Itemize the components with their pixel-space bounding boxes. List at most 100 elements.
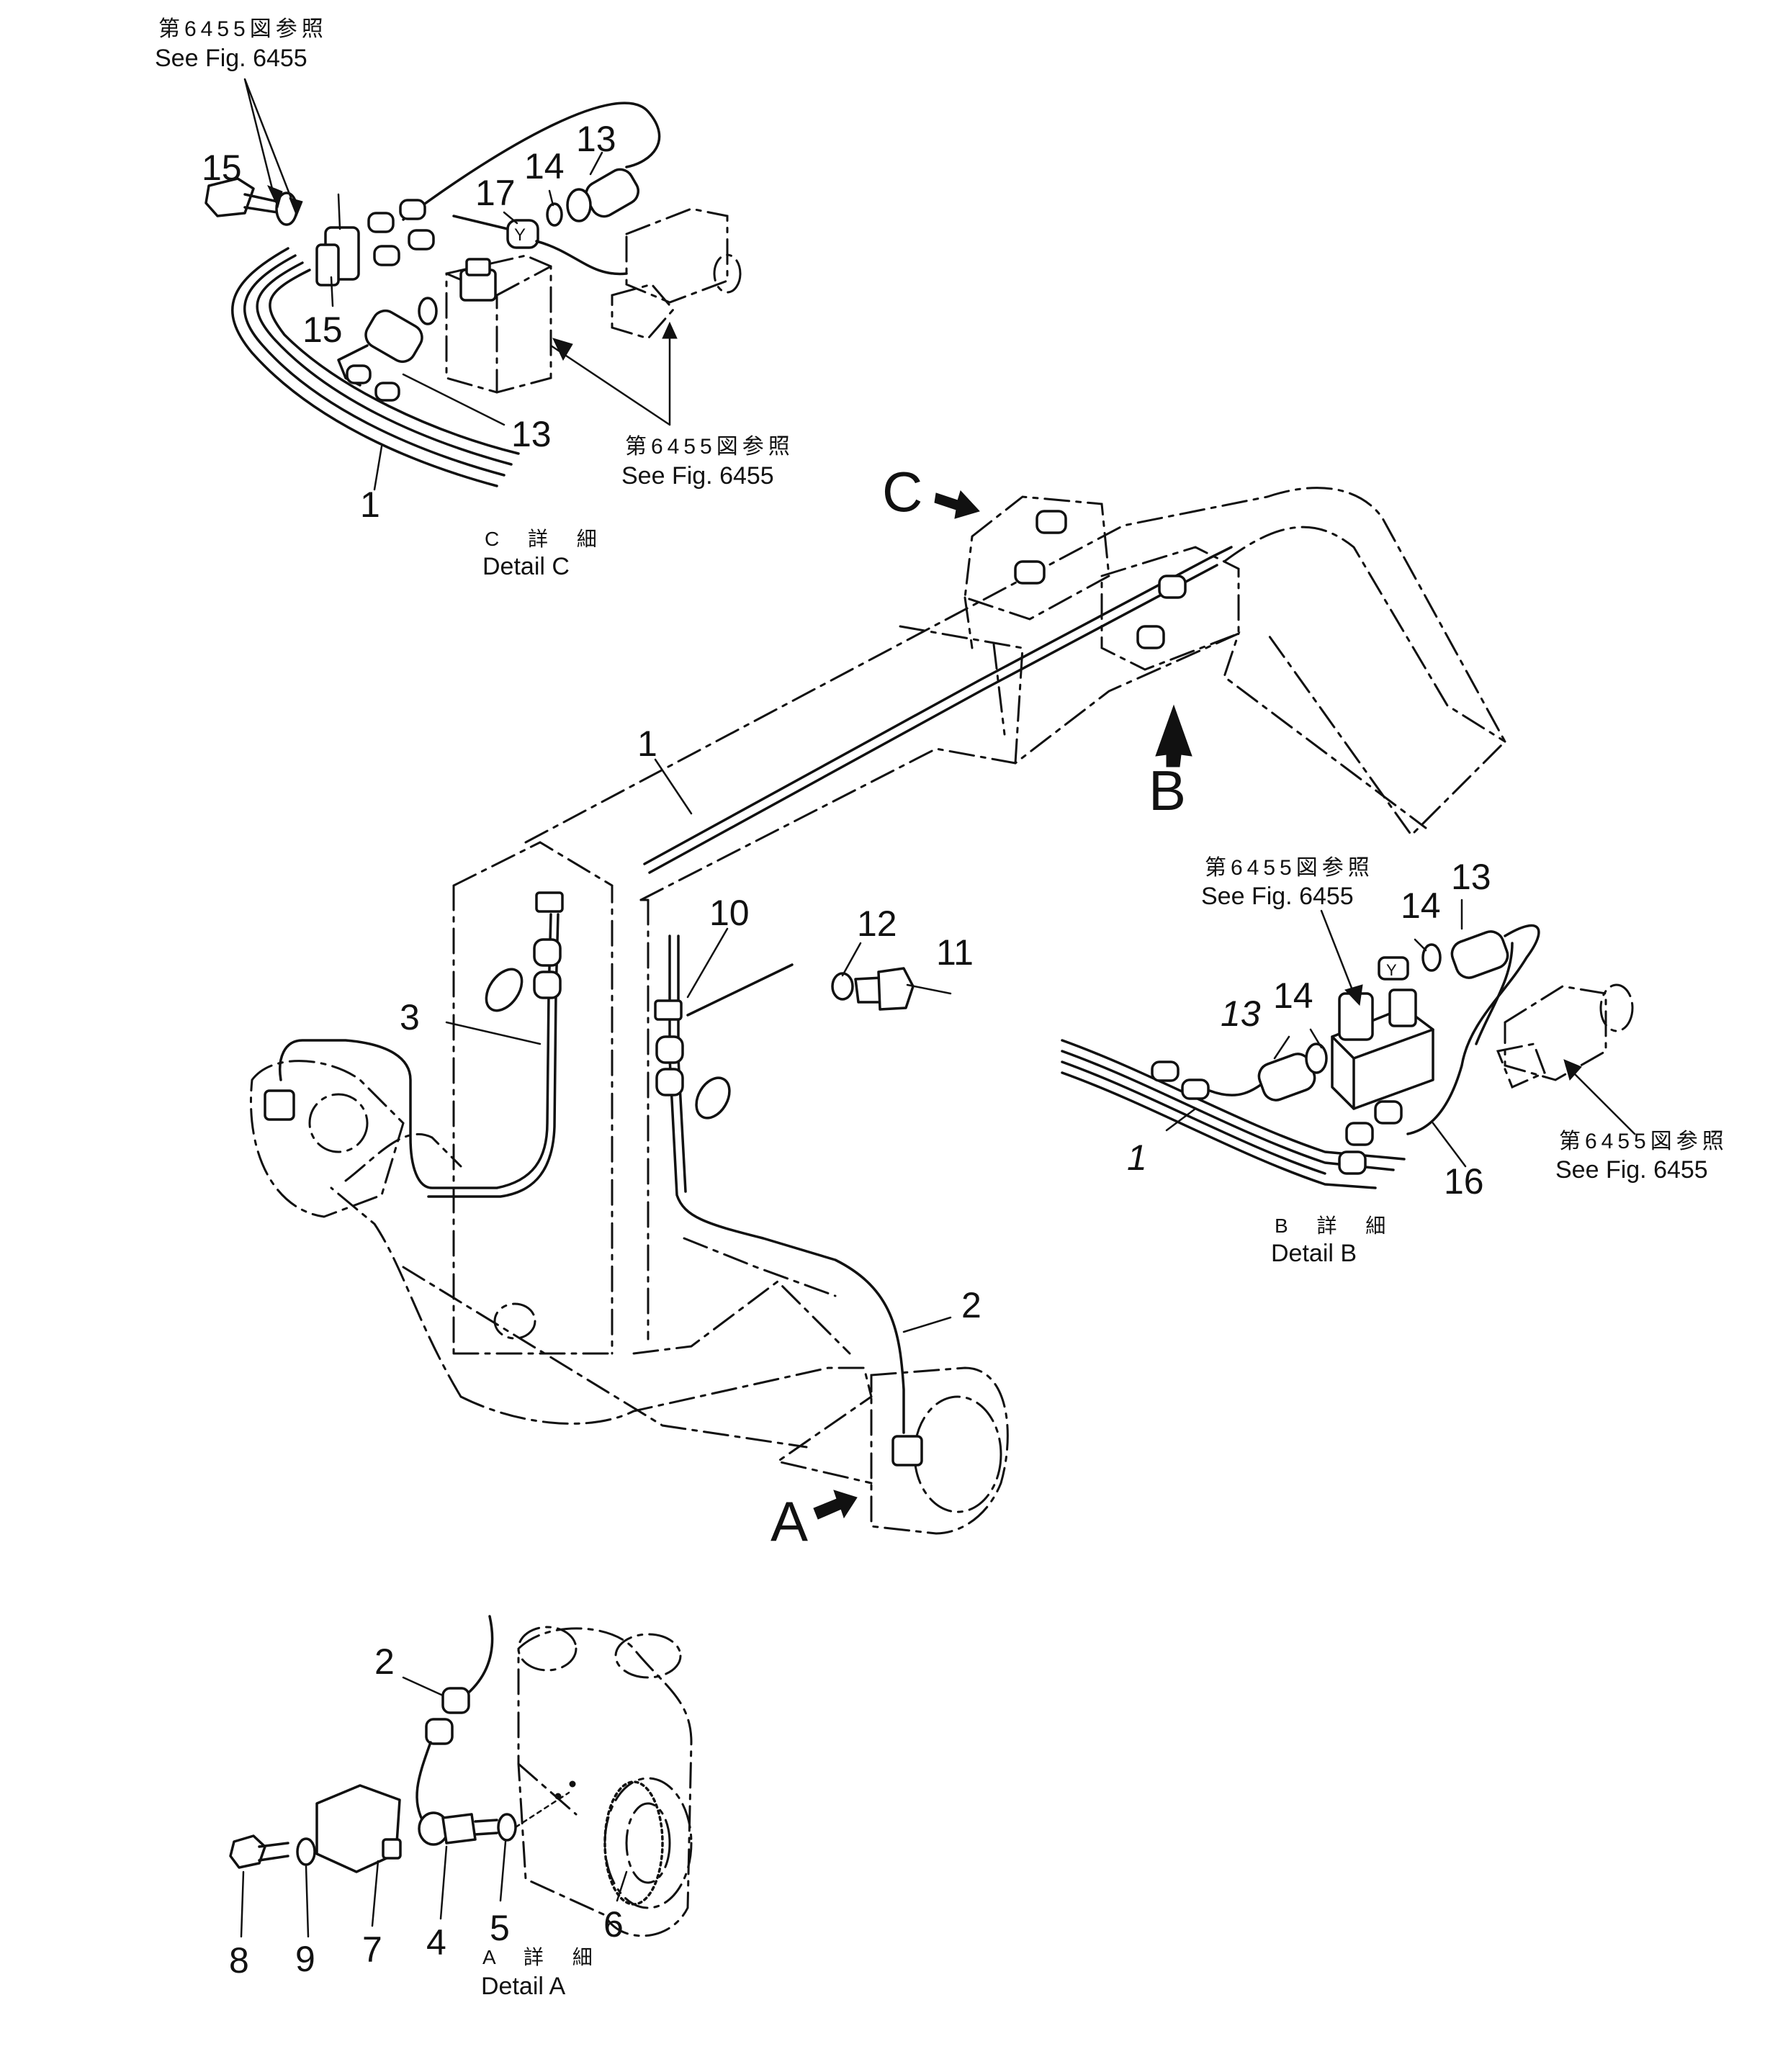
callout-10: 10: [709, 893, 750, 933]
callout-1: 1: [360, 485, 380, 525]
hole-mark: [569, 1780, 576, 1788]
detail-a: 2 4 5 6 7 8 9 A 詳 細 Detail A: [229, 1615, 693, 2000]
o-ring-part: [546, 202, 563, 227]
hub-outline: [870, 1366, 1009, 1535]
sensor-part: [891, 1435, 923, 1467]
connector-part: [399, 199, 426, 220]
bolt-part: [877, 967, 915, 1011]
sensor-part: [264, 1089, 295, 1121]
detail-c: Y 15 15 17 14 13 13 1: [155, 17, 790, 580]
leader-arrowhead: [267, 185, 303, 217]
harness-line: [243, 254, 506, 477]
connector-part: [1151, 1060, 1180, 1082]
reference-en: See Fig. 6455: [155, 45, 307, 72]
harness-line: [668, 934, 905, 1434]
callout-4: 4: [426, 1922, 446, 1963]
leader-line: [373, 445, 383, 491]
knuckle-outline: [517, 1627, 693, 1937]
connector-part: [1014, 560, 1046, 585]
callout-11: 11: [936, 932, 974, 973]
callout-14: 14: [524, 146, 565, 186]
boom-outline: [1223, 526, 1506, 743]
pressure-switch-part: [364, 309, 423, 364]
leader-line: [439, 1845, 448, 1920]
leader-line: [654, 758, 693, 815]
reference-jp: 第6455図参照: [1205, 856, 1374, 880]
harness-line: [1208, 1078, 1269, 1096]
connector-part: [374, 382, 400, 402]
view-arrow-a: [813, 1490, 858, 1520]
leader-arrowhead: [552, 321, 678, 361]
connector-part: [655, 1068, 684, 1096]
harness-line: [677, 934, 687, 1193]
callout-12: 12: [857, 904, 897, 944]
o-ring-part: [1305, 1042, 1328, 1074]
boom-outline: [524, 487, 1506, 844]
connector-part: [1158, 575, 1187, 599]
callout-15: 15: [302, 310, 343, 350]
reference-en: See Fig. 6455: [1555, 1156, 1708, 1184]
leader-line: [902, 1316, 952, 1333]
solenoid-valve-outline: [625, 207, 729, 304]
view-arrow-c: [934, 490, 980, 519]
leader-line: [371, 1860, 379, 1927]
clip-part: [535, 891, 564, 913]
ring-part: [695, 1076, 731, 1120]
arm-outline: [344, 1132, 462, 1182]
connector-part: [373, 245, 400, 266]
callout-6: 6: [603, 1904, 624, 1945]
harness-line: [415, 1741, 432, 1826]
sensor-body-part: [441, 1813, 477, 1844]
pressure-switch-part: [1450, 930, 1509, 979]
washer-part: [831, 972, 854, 1001]
connector-part: [1181, 1078, 1210, 1100]
connector-part: [346, 364, 372, 384]
view-label-c: C: [882, 460, 922, 523]
leader-line: [1432, 1122, 1467, 1168]
leader-line: [686, 927, 729, 999]
connector-part: [1036, 510, 1067, 534]
pressure-switch-nut: [566, 188, 592, 222]
clamp-part: [315, 243, 340, 287]
block-fitting: [465, 258, 491, 276]
reference-jp: 第6455図参照: [1559, 1130, 1728, 1153]
callout-1: 1: [637, 724, 657, 764]
harness-line: [648, 564, 1218, 874]
leader-line: [243, 78, 297, 210]
leader-line: [686, 963, 794, 1017]
knuckle-outline: [625, 1802, 671, 1884]
pivot-outline: [250, 1060, 405, 1218]
view-label-b: B: [1149, 759, 1186, 822]
detail-title-jp: A 詳 細: [482, 1946, 604, 1968]
detail-title-en: Detail C: [482, 553, 570, 580]
leader-line: [616, 1870, 628, 1902]
callout-13: 13: [1221, 994, 1261, 1034]
leader-line: [841, 942, 862, 977]
connector-part: [1338, 1150, 1367, 1175]
detail-title-en: Detail A: [481, 1973, 565, 2000]
tee-mark: Y: [514, 225, 526, 245]
harness-line: [1406, 924, 1540, 1135]
detail-b-location: [1100, 546, 1240, 671]
bolt-part: [205, 177, 255, 217]
boom-outline: [899, 625, 1024, 765]
solenoid-valve-outline: [713, 253, 742, 294]
main-assembly: 1 3 10 12 11 2 A C B: [250, 460, 1506, 1553]
reference-en: See Fig. 6455: [621, 462, 774, 490]
harness-line: [459, 1615, 494, 1701]
arm-outline: [632, 1280, 851, 1355]
arm-outline: [459, 1366, 873, 1485]
gear-ring-part: [603, 1780, 664, 1906]
connector-part: [367, 212, 395, 233]
ring-part: [485, 968, 524, 1012]
connector-part: [408, 229, 435, 251]
tee-part: [1378, 956, 1409, 981]
connector-part: [1374, 1100, 1403, 1125]
valve-block-outline: [445, 254, 552, 394]
hub-outline: [913, 1395, 1002, 1513]
harness-line: [1061, 1060, 1326, 1175]
callout-5: 5: [490, 1908, 510, 1948]
leader-line: [402, 1676, 444, 1697]
leader-line: [402, 373, 506, 426]
view-arrow-b: [1155, 704, 1192, 767]
